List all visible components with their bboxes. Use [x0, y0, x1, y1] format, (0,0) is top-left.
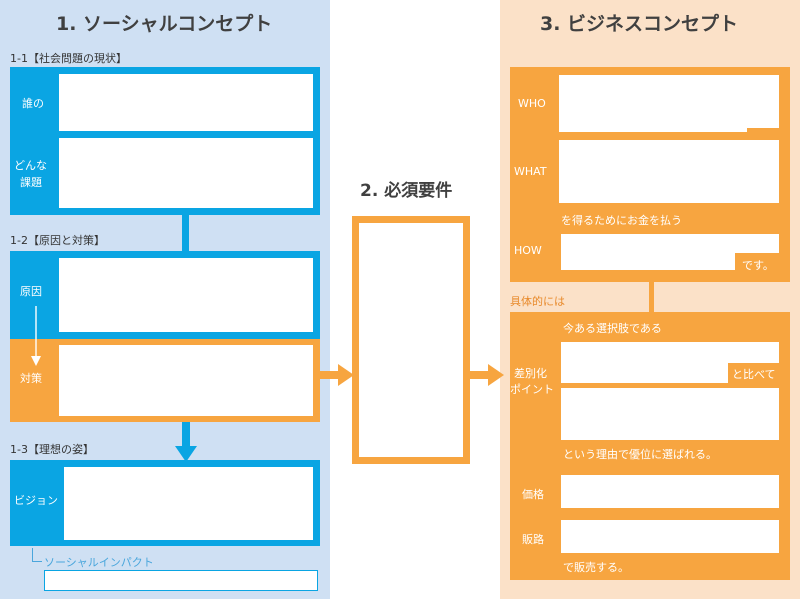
who-input-box[interactable]	[59, 74, 313, 131]
what-suffix-text: を得るためにお金を払う	[561, 214, 682, 227]
cause-label: 原因	[20, 285, 42, 298]
measure-label: 対策	[20, 372, 42, 385]
problem-label-line1: どんな	[14, 159, 47, 172]
requirements-box[interactable]	[352, 216, 470, 464]
impact-bracket	[32, 548, 42, 562]
channel-input-box[interactable]	[561, 520, 779, 553]
current-option-text: 今ある選択肢である	[563, 322, 662, 335]
specifically-label: 具体的には	[510, 295, 565, 308]
differentiation-label-line1: 差別化	[514, 367, 547, 380]
who-label: 誰の	[22, 97, 44, 110]
desu-text: です。	[742, 259, 774, 272]
problem-input-box[interactable]	[59, 138, 313, 208]
social-impact-input-box[interactable]	[44, 570, 318, 591]
vision-label: ビジョン	[14, 494, 58, 507]
section2-title: 2. 必須要件	[360, 181, 453, 201]
how-input-notch	[561, 253, 735, 270]
social-impact-label: ソーシャルインパクト	[44, 556, 154, 569]
differentiation-label-line2: ポイント	[510, 383, 554, 396]
problem-label-line2: 課題	[20, 176, 42, 189]
business-what-input-box[interactable]	[559, 140, 779, 203]
who-label-en: WHO	[518, 97, 546, 110]
price-input-box[interactable]	[561, 475, 779, 508]
how-label-en: HOW	[514, 244, 542, 257]
subsection-1-1-label: 1-1【社会問題の現状】	[10, 52, 127, 65]
sell-text: で販売する。	[563, 561, 629, 574]
what-label-en: WHAT	[514, 165, 547, 178]
ga-text: が、	[757, 116, 779, 129]
business-connector-line	[649, 282, 654, 312]
requirements-to-business-arrow-icon	[470, 364, 504, 386]
reason-text: という理由で優位に選ばれる。	[563, 448, 717, 461]
business-who-input-box[interactable]	[559, 75, 779, 128]
current-option-input-notch	[561, 363, 728, 383]
section3-title: 3. ビジネスコンセプト	[540, 13, 739, 35]
cause-input-box[interactable]	[59, 258, 313, 332]
measure-to-requirements-arrow-icon	[320, 364, 354, 386]
vision-input-box[interactable]	[64, 467, 313, 540]
subsection-1-3-label: 1-3【理想の姿】	[10, 443, 94, 456]
differentiation-input-box[interactable]	[561, 388, 779, 440]
section1-title: 1. ソーシャルコンセプト	[56, 13, 273, 35]
channel-label: 販路	[522, 533, 544, 546]
down-arrow-icon	[175, 422, 197, 462]
cause-to-measure-arrow-icon	[31, 306, 41, 366]
current-option-input-box[interactable]	[561, 342, 779, 363]
business-how-input-box[interactable]	[561, 234, 779, 253]
measure-input-box[interactable]	[59, 345, 313, 416]
price-label: 価格	[522, 488, 544, 501]
compare-text: と比べて	[732, 368, 776, 381]
subsection-1-2-label: 1-2【原因と対策】	[10, 234, 105, 247]
connector-line	[182, 215, 189, 251]
who-input-notch	[559, 128, 747, 132]
